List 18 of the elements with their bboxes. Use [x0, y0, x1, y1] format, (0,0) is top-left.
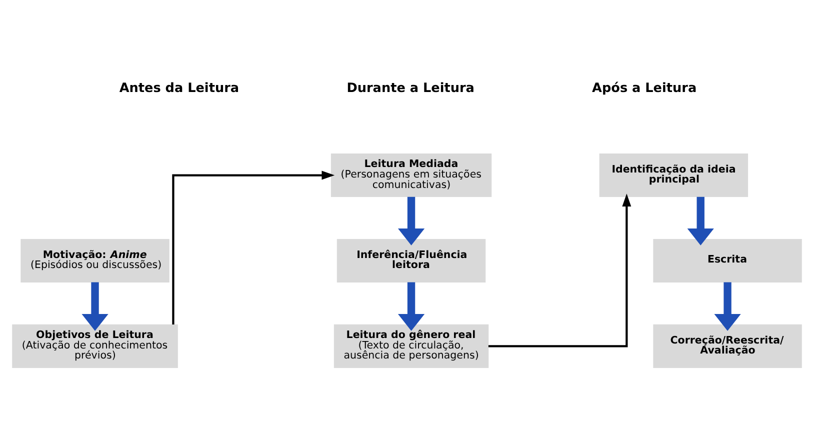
label: Após a Leitura: [592, 80, 697, 96]
arrow: [82, 282, 108, 331]
node-box: Objetivos de Leitura (Ativação de conhecimentos prévios): [12, 324, 178, 368]
node-box: Correção/Reescrita/ Avaliação: [653, 324, 802, 368]
node-box: Leitura Mediada (Personagens em situações comunicativas): [330, 153, 492, 198]
arrow: [488, 194, 632, 348]
node-box: Inferência/Fluência leitora: [336, 238, 486, 283]
node-box: Escrita: [653, 238, 802, 283]
node-box: Leitura do gênero real (Texto de circulação, ausência de personagens): [334, 324, 489, 368]
arrow: [398, 196, 425, 246]
label: Durante a Leitura: [346, 80, 474, 96]
arrow: [714, 282, 741, 331]
label: Antes da Leitura: [119, 80, 240, 96]
node-box: Motivação: Anime (Episódios ou discussões): [20, 238, 170, 283]
arrow: [398, 282, 425, 331]
arrow: [172, 170, 335, 325]
arrow: [687, 196, 714, 246]
node-box: Identificação da ideia principal: [599, 153, 748, 198]
